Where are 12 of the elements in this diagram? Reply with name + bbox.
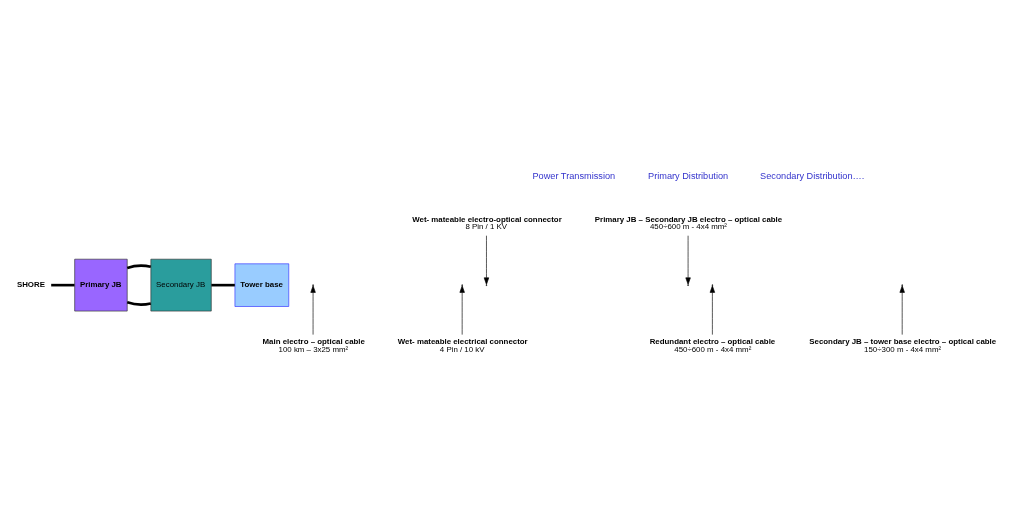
arrow [459, 285, 465, 335]
arrow [309, 285, 316, 335]
connector [210, 283, 235, 287]
arrow [684, 235, 691, 285]
label: Secondary Distribution…. [759, 170, 864, 181]
arrow [899, 285, 905, 335]
connector [126, 264, 151, 270]
connector [126, 301, 151, 306]
label: Power Transmission [531, 170, 615, 181]
label: Primary Distribution [647, 170, 728, 181]
arrow [709, 285, 715, 335]
connector [50, 283, 74, 287]
